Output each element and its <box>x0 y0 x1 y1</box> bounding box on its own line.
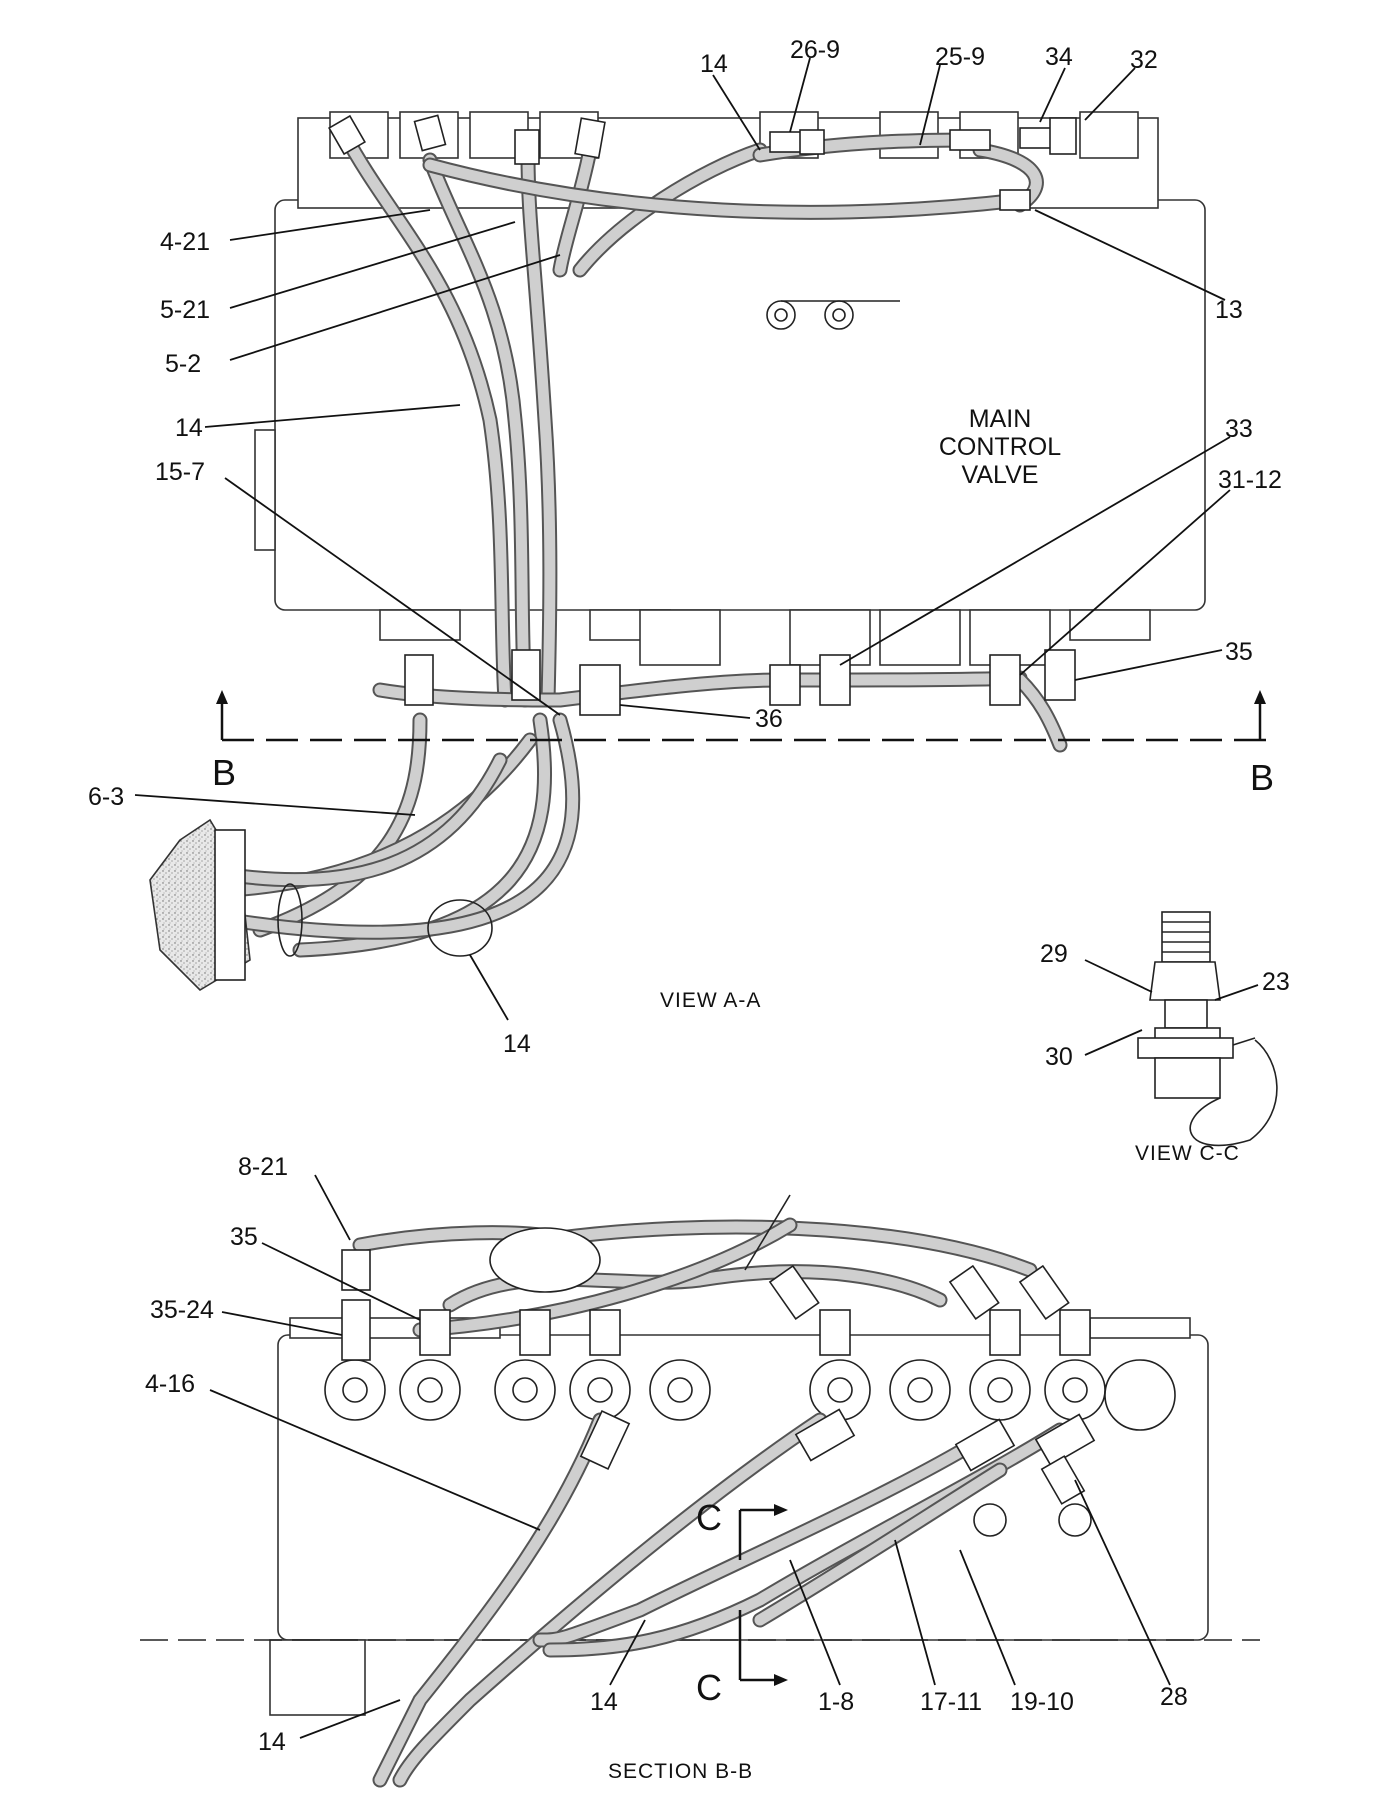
section-line-cc: C C <box>696 1497 788 1708</box>
callout-5-21: 5-21 <box>160 296 210 324</box>
callout-14-bb-mid: 14 <box>590 1688 618 1716</box>
callout-35-aa: 35 <box>1225 638 1253 666</box>
callouts-bb: 8-21 35 35-24 4-16 14 1-8 17-11 19-10 28… <box>145 1153 1188 1756</box>
view-cc: 23 29 30 VIEW C-C <box>1040 911 1290 1165</box>
section-mark-c-bottom: C <box>696 1667 722 1708</box>
view-aa-caption: VIEW A-A <box>660 989 761 1012</box>
callout-28: 28 <box>1160 1683 1188 1711</box>
callout-17-11: 17-11 <box>920 1688 982 1716</box>
callout-32: 32 <box>1130 46 1158 74</box>
leaders-aa <box>134 57 1231 1021</box>
section-line-bb: B B <box>212 690 1274 798</box>
hose-bundle-top <box>337 127 1044 708</box>
callout-36: 36 <box>755 705 783 733</box>
callout-4-16: 4-16 <box>145 1370 195 1398</box>
callout-30: 30 <box>1045 1043 1073 1071</box>
view-cc-caption: VIEW C-C <box>1135 1142 1240 1165</box>
section-mark-b-left: B <box>212 752 236 793</box>
callout-1-8: 1-8 <box>818 1688 854 1716</box>
callout-13: 13 <box>1215 296 1243 324</box>
section-mark-c-top: C <box>696 1497 722 1538</box>
fittings-top <box>328 114 1077 211</box>
valve-label-line1: MAIN <box>969 405 1032 433</box>
callout-8-21: 8-21 <box>238 1153 288 1181</box>
callout-14-bb-bottom: 14 <box>258 1728 286 1756</box>
section-bb-fittings <box>341 1249 1091 1361</box>
leaders-bb <box>209 1174 1171 1739</box>
callouts-aa: 14 26-9 25-9 34 32 4-21 5-21 5-2 13 14 3… <box>88 36 1282 1058</box>
callout-29: 29 <box>1040 940 1068 968</box>
callout-35-bb: 35 <box>230 1223 258 1251</box>
callout-6-3: 6-3 <box>88 783 124 811</box>
callout-26-9: 26-9 <box>790 36 840 64</box>
callout-34: 34 <box>1045 43 1073 71</box>
callout-4-21: 4-21 <box>160 228 210 256</box>
callout-25-9: 25-9 <box>935 43 985 71</box>
callout-14-top: 14 <box>700 50 728 78</box>
hose-bundle-lower <box>149 712 581 992</box>
callout-33: 33 <box>1225 415 1253 443</box>
section-bb-top-hoses <box>352 1194 1038 1338</box>
callout-19-10: 19-10 <box>1010 1688 1074 1716</box>
valve-label-line3: VALVE <box>962 461 1039 489</box>
hose-line-bottom <box>372 649 1076 753</box>
valve-label-line2: CONTROL <box>939 433 1061 461</box>
section-mark-b-right: B <box>1250 757 1274 798</box>
main-control-valve-body: MAIN CONTROL VALVE <box>254 111 1206 666</box>
view-aa: MAIN CONTROL VALVE <box>88 36 1282 1058</box>
section-bb-caption: SECTION B-B <box>608 1760 753 1783</box>
section-bb: C C 8-21 35 35-24 4-16 14 1-8 17-11 19-1… <box>140 1153 1260 1788</box>
callout-35-24: 35-24 <box>150 1296 214 1324</box>
callout-15-7: 15-7 <box>155 458 205 486</box>
callout-23: 23 <box>1262 968 1290 996</box>
callout-5-2: 5-2 <box>165 350 201 378</box>
callout-14-mid: 14 <box>175 414 203 442</box>
section-bb-lower-hoses <box>372 1408 1096 1788</box>
callout-31-12: 31-12 <box>1218 466 1282 494</box>
callout-14-bottom: 14 <box>503 1030 531 1058</box>
